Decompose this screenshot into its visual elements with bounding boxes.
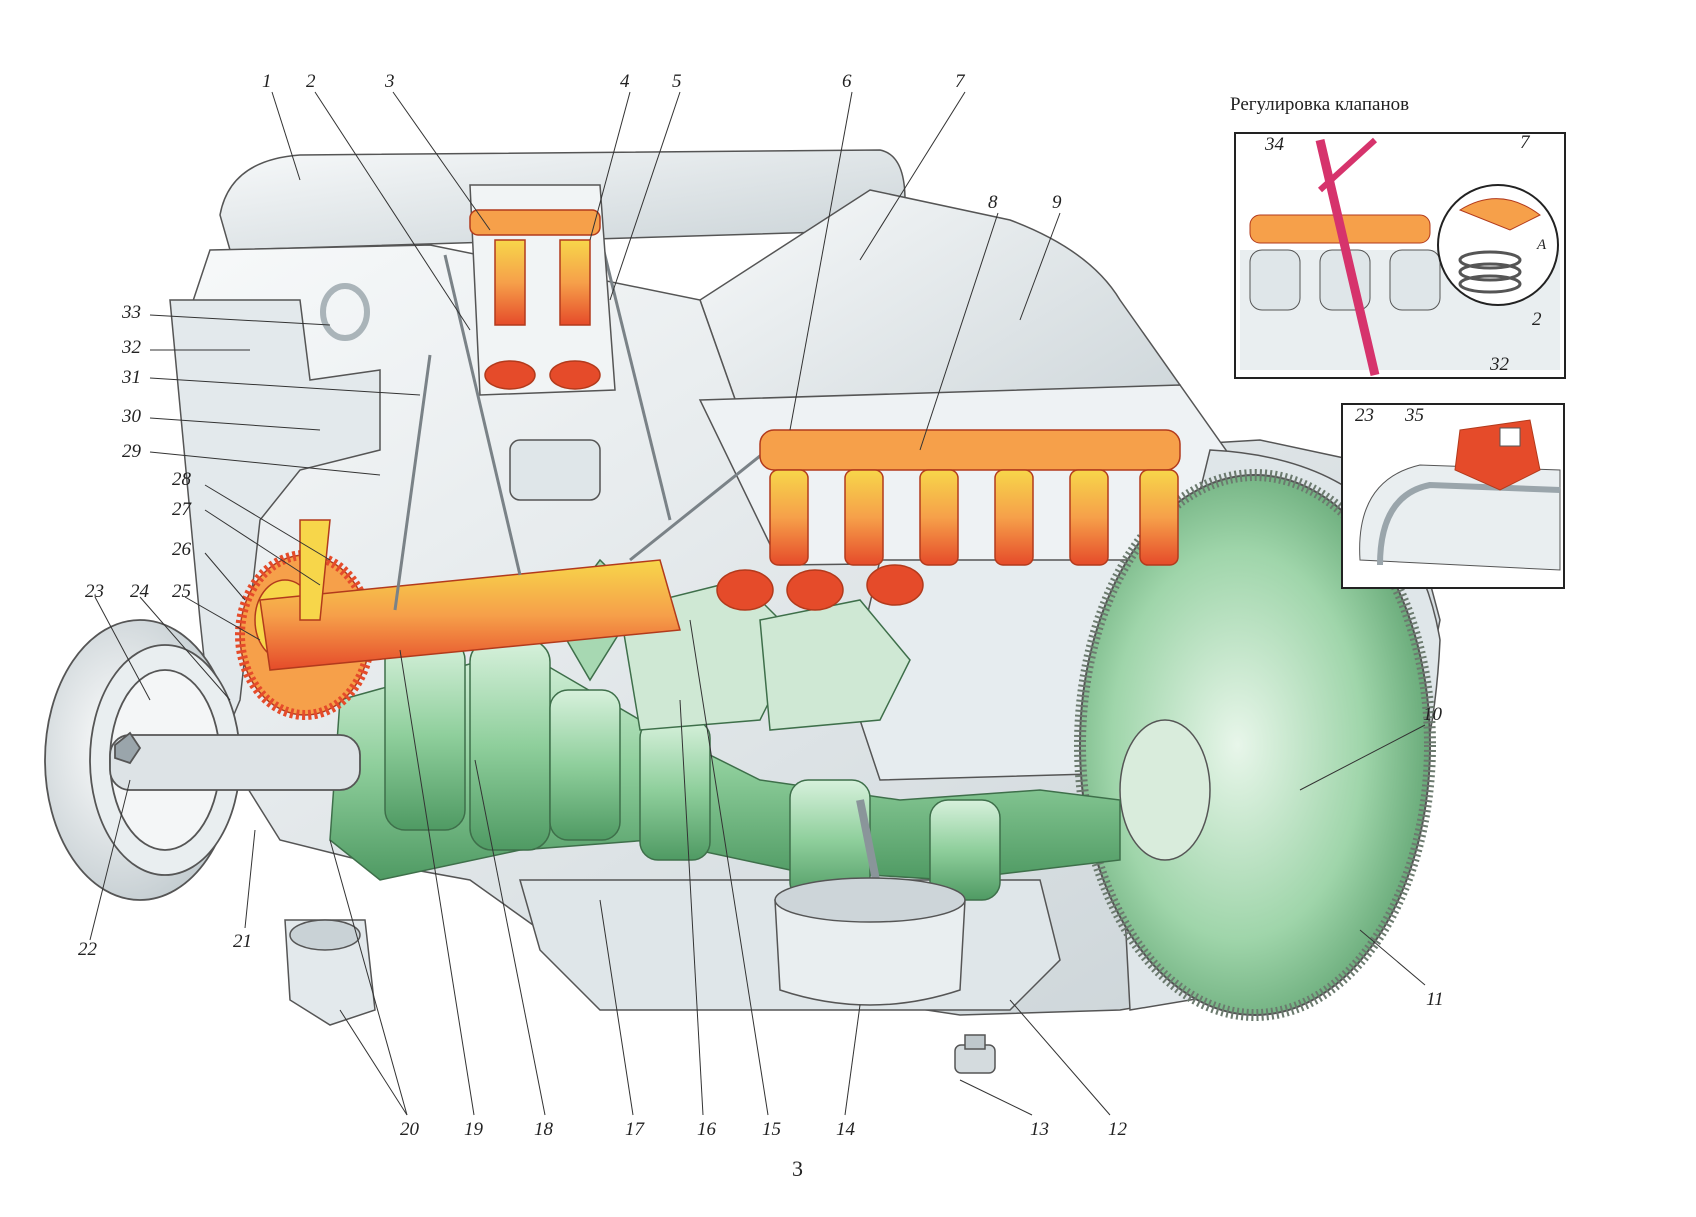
callout-17: 17 bbox=[625, 1119, 644, 1140]
inset1-callout-34: 34 bbox=[1265, 134, 1284, 155]
callout-11: 11 bbox=[1426, 989, 1444, 1010]
callout-22: 22 bbox=[78, 939, 97, 960]
inset1-callout-7: 7 bbox=[1520, 132, 1530, 153]
callout-30: 30 bbox=[122, 406, 141, 427]
callout-28: 28 bbox=[172, 469, 191, 490]
callout-27: 27 bbox=[172, 499, 191, 520]
callout-20: 20 bbox=[400, 1119, 419, 1140]
callout-33: 33 bbox=[122, 302, 141, 323]
callout-10: 10 bbox=[1423, 704, 1442, 725]
drain-plug bbox=[954, 1034, 996, 1074]
callout-18: 18 bbox=[534, 1119, 553, 1140]
callout-1: 1 bbox=[262, 71, 272, 92]
callout-32: 32 bbox=[122, 337, 141, 358]
callout-23: 23 bbox=[85, 581, 104, 602]
callout-24: 24 bbox=[130, 581, 149, 602]
callout-13: 13 bbox=[1030, 1119, 1049, 1140]
callout-8: 8 bbox=[988, 192, 998, 213]
callout-5: 5 bbox=[672, 71, 682, 92]
crankshaft-pulley bbox=[44, 619, 361, 901]
callout-26: 26 bbox=[172, 539, 191, 560]
right-bank-valvetrain bbox=[716, 429, 1181, 611]
main-bearing-cap bbox=[284, 919, 376, 1026]
callout-leader bbox=[89, 91, 1426, 1116]
callout-14: 14 bbox=[836, 1119, 855, 1140]
callout-12: 12 bbox=[1108, 1119, 1127, 1140]
callout-15: 15 bbox=[762, 1119, 781, 1140]
page-number: 3 bbox=[792, 1156, 803, 1181]
oil-pump-strainer bbox=[774, 799, 966, 1006]
inset2-callout-35: 35 bbox=[1405, 405, 1424, 426]
camshaft-and-timing-gear bbox=[235, 519, 681, 720]
callout-4: 4 bbox=[620, 71, 630, 92]
pushrods bbox=[393, 214, 781, 611]
inset-timing-marks bbox=[1341, 403, 1565, 589]
inset-valve-adjustment bbox=[1234, 132, 1566, 379]
inset2-callout-23: 23 bbox=[1355, 405, 1374, 426]
callout-21: 21 bbox=[233, 931, 252, 952]
callout-2: 2 bbox=[306, 71, 316, 92]
callout-19: 19 bbox=[464, 1119, 483, 1140]
left-bank-valvetrain bbox=[469, 184, 616, 501]
callout-3: 3 bbox=[385, 71, 395, 92]
callout-9: 9 bbox=[1052, 192, 1062, 213]
inset1-callout-32: 32 bbox=[1490, 354, 1509, 375]
callout-31: 31 bbox=[122, 367, 141, 388]
callout-6: 6 bbox=[842, 71, 852, 92]
callout-7: 7 bbox=[955, 71, 965, 92]
flywheel bbox=[1074, 469, 1436, 1021]
inset1-callout-2: 2 bbox=[1532, 309, 1542, 330]
callout-25: 25 bbox=[172, 581, 191, 602]
callout-29: 29 bbox=[122, 441, 141, 462]
callout-16: 16 bbox=[697, 1119, 716, 1140]
inset-title: Регулировка клапанов bbox=[1230, 94, 1410, 115]
clearance-gap-label: А bbox=[1537, 237, 1547, 253]
